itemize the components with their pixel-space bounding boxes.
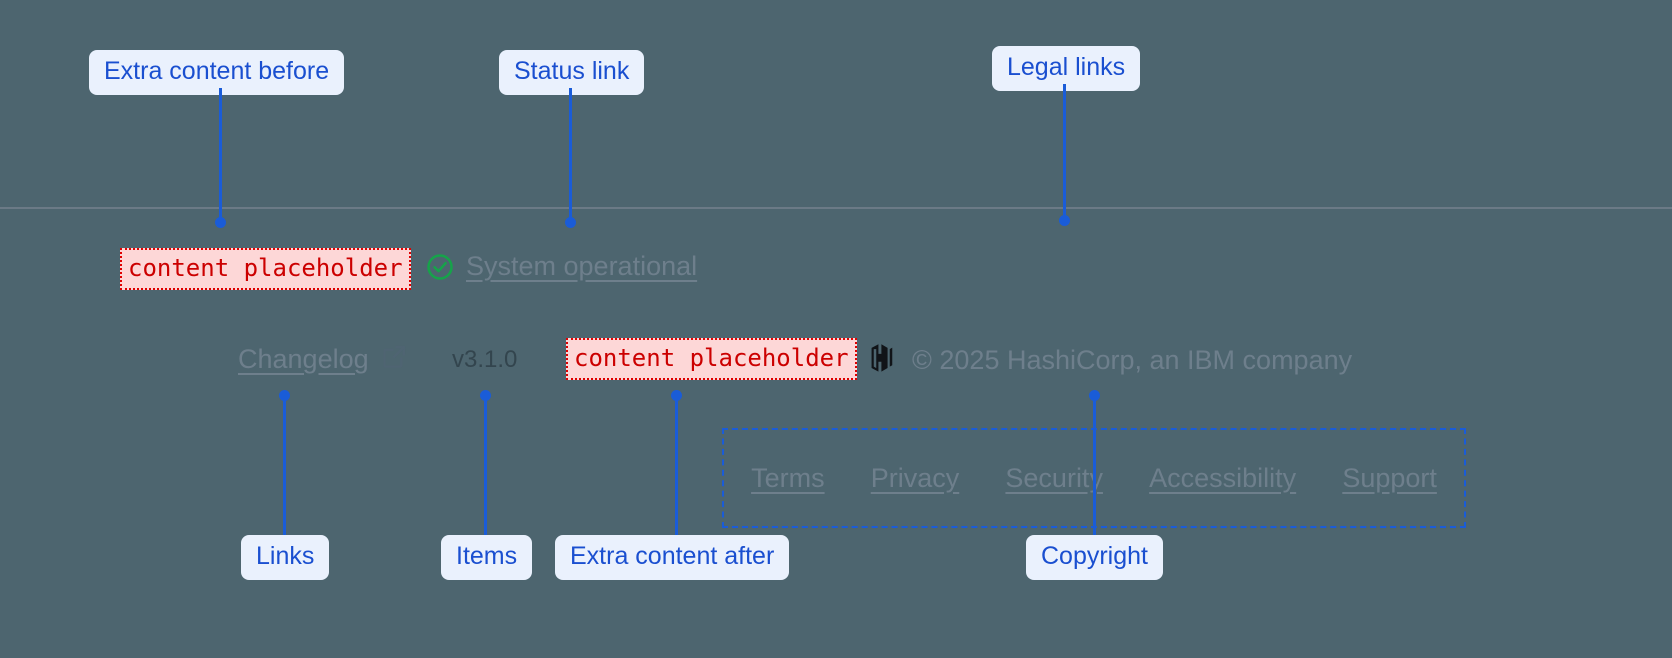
footer-item-version: v3.1.0 bbox=[452, 346, 518, 373]
annotation-leader-extra-content-before bbox=[219, 88, 222, 222]
hashicorp-logo-icon bbox=[868, 342, 898, 379]
annotation-links: Links bbox=[241, 535, 330, 580]
legal-link-privacy[interactable]: Privacy bbox=[870, 462, 960, 493]
footer-link-changelog[interactable]: Changelog bbox=[238, 342, 409, 376]
check-circle-icon bbox=[425, 252, 455, 282]
annotation-leader-copyright bbox=[1093, 395, 1096, 535]
annotation-extra-content-before: Extra content before bbox=[89, 50, 345, 95]
annotation-legal-links: Legal links bbox=[992, 46, 1141, 91]
status-link[interactable]: System operational bbox=[425, 251, 697, 282]
external-link-icon bbox=[380, 342, 409, 376]
annotation-leader-links bbox=[283, 395, 286, 535]
legal-link-accessibility[interactable]: Accessibility bbox=[1149, 462, 1297, 493]
annotation-leader-items bbox=[484, 395, 487, 535]
annotation-leader-extra-content-after bbox=[675, 395, 678, 535]
annotation-items: Items bbox=[441, 535, 533, 580]
annotation-dot-status-link bbox=[565, 217, 576, 228]
annotation-extra-content-after: Extra content after bbox=[555, 535, 790, 580]
legal-link-support[interactable]: Support bbox=[1342, 462, 1437, 493]
footer-region: Terms Privacy Security Accessibility Sup… bbox=[0, 207, 1672, 528]
footer-link-changelog-label: Changelog bbox=[238, 343, 369, 374]
extra-content-before-placeholder: content placeholder bbox=[120, 248, 411, 291]
legal-link-security[interactable]: Security bbox=[1005, 462, 1103, 493]
annotation-dot-legal-links bbox=[1059, 215, 1070, 226]
extra-content-after-placeholder: content placeholder bbox=[566, 338, 857, 381]
annotation-leader-status-link bbox=[569, 88, 572, 222]
annotation-status-link: Status link bbox=[499, 50, 645, 95]
legal-links: Terms Privacy Security Accessibility Sup… bbox=[722, 428, 1466, 528]
legal-link-terms[interactable]: Terms bbox=[751, 462, 825, 493]
annotation-copyright: Copyright bbox=[1026, 535, 1163, 580]
copyright-text: © 2025 HashiCorp, an IBM company bbox=[912, 345, 1353, 375]
annotation-leader-legal-links bbox=[1063, 84, 1066, 220]
copyright-block: © 2025 HashiCorp, an IBM company bbox=[868, 342, 1352, 379]
status-link-label: System operational bbox=[466, 251, 698, 281]
annotation-dot-extra-content-before bbox=[215, 217, 226, 228]
